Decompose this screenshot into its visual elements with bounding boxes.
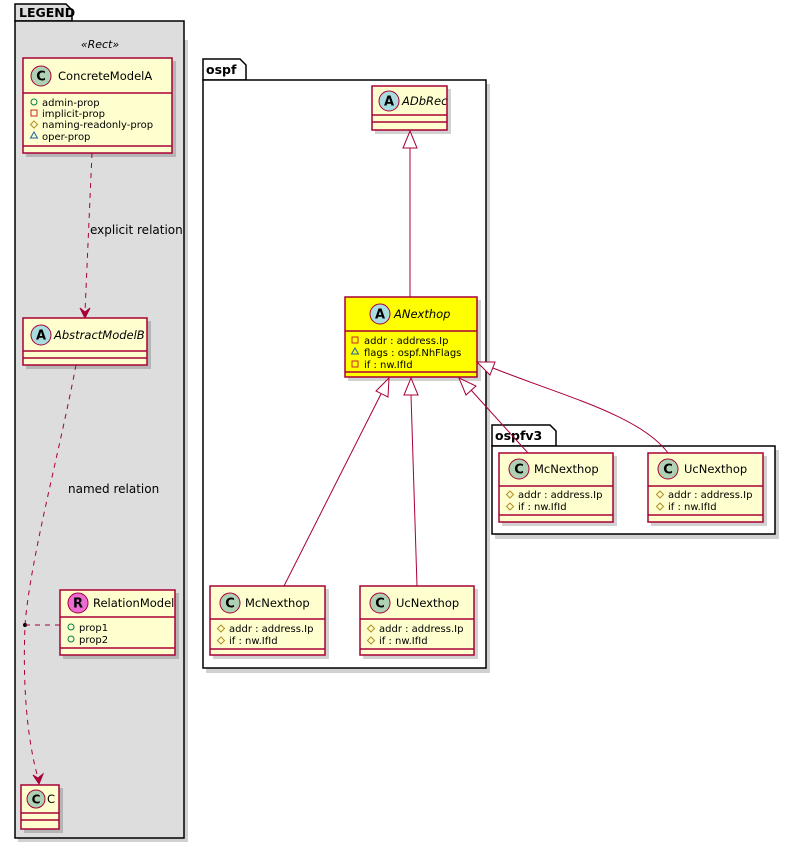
class-concrete-model-a[interactable]: C ConcreteModelA admin-prop implicit-pro… (22, 57, 176, 157)
class-icon: C (508, 458, 530, 480)
svg-text:if : nw.IfId: if : nw.IfId (518, 502, 567, 513)
svg-text:addr : address.Ip: addr : address.Ip (364, 336, 448, 347)
class-ospfv3-mcnexthop[interactable]: C McNexthop addr : address.Ip if : nw.If… (498, 452, 617, 526)
edge-ospfv3-ucnexthop-extends-anexthop (475, 361, 669, 454)
class-name: AbstractModelB (53, 328, 145, 342)
class-anexthop[interactable]: A ANexthop addr : address.Ip flags : osp… (344, 296, 481, 381)
class-c[interactable]: C C (20, 784, 63, 833)
svg-text:C: C (663, 463, 673, 478)
legend-stereotype: «Rect» (81, 38, 120, 51)
class-name: ANexthop (393, 307, 450, 321)
class-name: McNexthop (245, 596, 310, 610)
class-icon: C (26, 789, 46, 809)
svg-text:C: C (36, 70, 46, 85)
svg-text:if : nw.IfId: if : nw.IfId (668, 502, 717, 513)
edge-explicit-relation: explicit relation (79, 152, 183, 320)
svg-text:prop2: prop2 (79, 635, 108, 646)
class-name: C (47, 792, 55, 806)
svg-text:admin-prop: admin-prop (42, 98, 100, 109)
svg-text:addr : address.Ip: addr : address.Ip (668, 490, 752, 501)
attr-naming-readonly-prop: naming-readonly-prop (29, 120, 153, 131)
attr-if: if : nw.IfId (216, 636, 278, 647)
legend-package: LEGEND «Rect» (14, 3, 188, 842)
class-name: McNexthop (534, 462, 599, 476)
ospfv3-title: ospfv3 (495, 428, 542, 443)
svg-text:C: C (375, 597, 385, 612)
class-icon: C (369, 592, 391, 614)
svg-text:C: C (32, 793, 41, 807)
svg-text:implicit-prop: implicit-prop (42, 109, 105, 120)
svg-text:oper-prop: oper-prop (42, 132, 90, 143)
attr-if: if : nw.IfId (366, 636, 428, 647)
class-relation-model[interactable]: R RelationModel prop1 prop2 (59, 589, 179, 659)
class-name: UcNexthop (396, 596, 459, 610)
class-abstract-model-b[interactable]: A AbstractModelB (22, 317, 151, 369)
attr-prop2: prop2 (67, 635, 108, 646)
legend-title: LEGEND (19, 5, 75, 20)
class-icon: C (657, 458, 679, 480)
attr-prop1: prop1 (67, 623, 108, 634)
svg-text:flags : ospf.NhFlags: flags : ospf.NhFlags (364, 348, 461, 359)
class-name: ConcreteModelA (58, 69, 152, 83)
class-icon: C (30, 65, 52, 87)
svg-text:addr : address.Ip: addr : address.Ip (379, 624, 463, 635)
attr-if: if : nw.IfId (351, 360, 413, 371)
attr-addr: addr : address.Ip (655, 490, 752, 501)
attr-if: if : nw.IfId (655, 502, 717, 513)
attr-addr: addr : address.Ip (505, 490, 602, 501)
svg-text:C: C (225, 597, 235, 612)
svg-text:A: A (36, 329, 46, 344)
class-adbrec[interactable]: A ADbRec (371, 85, 451, 134)
svg-text:A: A (375, 308, 385, 323)
svg-text:R: R (73, 597, 83, 612)
svg-text:prop1: prop1 (79, 623, 108, 634)
class-ospf-ucnexthop[interactable]: C UcNexthop addr : address.Ip if : nw.If… (359, 585, 478, 659)
attr-implicit-prop: implicit-prop (30, 109, 105, 120)
class-name: ADbRec (401, 94, 448, 108)
attr-oper-prop: oper-prop (29, 131, 90, 143)
edge-anexthop-extends-adbrec (402, 129, 418, 297)
class-name: UcNexthop (684, 462, 747, 476)
svg-text:if : nw.IfId: if : nw.IfId (364, 360, 413, 371)
explicit-relation-label: explicit relation (90, 223, 183, 237)
svg-text:addr : address.Ip: addr : address.Ip (518, 490, 602, 501)
attr-flags: flags : ospf.NhFlags (350, 347, 461, 359)
svg-text:naming-readonly-prop: naming-readonly-prop (42, 120, 153, 131)
svg-text:if : nw.IfId: if : nw.IfId (379, 636, 428, 647)
ospf-title: ospf (206, 62, 237, 77)
attr-addr: addr : address.Ip (216, 624, 313, 635)
relation-icon: R (67, 592, 89, 614)
attr-addr: addr : address.Ip (366, 624, 463, 635)
edge-ospf-mcnexthop-extends-anexthop (283, 376, 390, 587)
class-name: RelationModel (93, 596, 174, 610)
svg-text:if : nw.IfId: if : nw.IfId (229, 636, 278, 647)
svg-text:C: C (514, 463, 524, 478)
abstract-icon: A (369, 303, 391, 325)
svg-text:A: A (384, 95, 394, 110)
edge-named-relation: named relation (23, 364, 159, 786)
attr-admin-prop: admin-prop (30, 98, 100, 109)
class-icon: C (219, 592, 241, 614)
edge-ospfv3-mcnexthop-extends-anexthop (458, 376, 529, 454)
class-ospf-mcnexthop[interactable]: C McNexthop addr : address.Ip if : nw.If… (209, 585, 329, 659)
class-ospfv3-ucnexthop[interactable]: C UcNexthop addr : address.Ip if : nw.If… (647, 452, 767, 526)
svg-text:addr : address.Ip: addr : address.Ip (229, 624, 313, 635)
abstract-icon: A (378, 90, 400, 112)
named-relation-label: named relation (68, 482, 159, 496)
attr-if: if : nw.IfId (505, 502, 567, 513)
edge-ospf-ucnexthop-extends-anexthop (403, 376, 419, 587)
abstract-icon: A (30, 324, 52, 346)
attr-addr: addr : address.Ip (351, 336, 448, 347)
